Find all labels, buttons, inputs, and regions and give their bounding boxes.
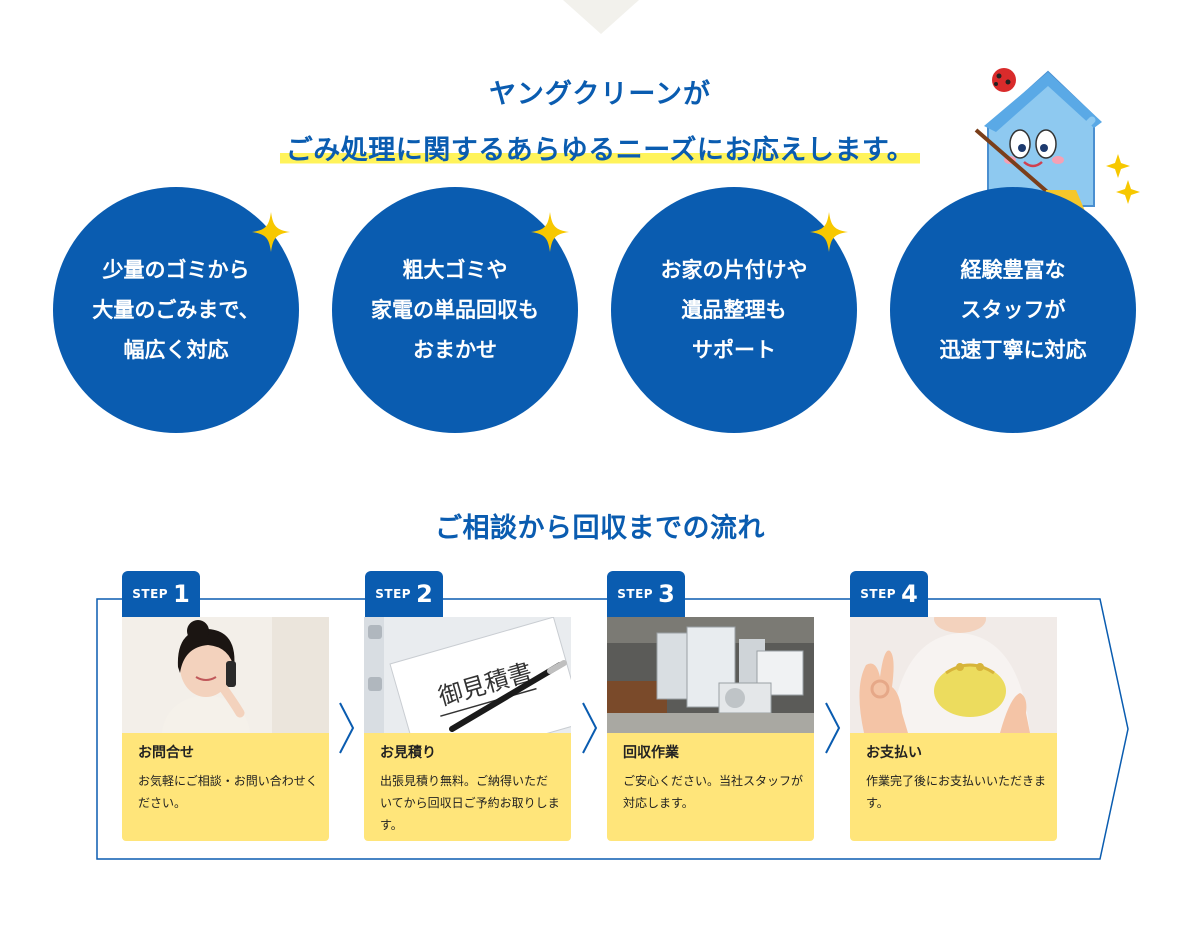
step-label: STEP bbox=[617, 587, 654, 601]
headline-line1: ヤングクリーンが bbox=[488, 79, 712, 110]
feature-text-1: 少量のゴミから 大量のごみまで、 幅広く対応 bbox=[92, 258, 260, 362]
step-label: STEP bbox=[860, 587, 897, 601]
step-card-1: お問合せ お気軽にご相談・お問い合わせください。 bbox=[122, 617, 329, 841]
feature-circle-3: お家の片付けや 遺品整理も サポート bbox=[611, 187, 857, 433]
step-card-4: お支払い 作業完了後にお支払いいただきます。 bbox=[850, 617, 1057, 841]
headline-highlight: ごみ処理に関するあらゆるニーズにお応えします。 bbox=[279, 135, 921, 166]
ok-hand-and-purse-photo-icon bbox=[850, 617, 1057, 733]
sparkle-icon bbox=[810, 212, 848, 252]
feature-text-3: お家の片付けや 遺品整理も サポート bbox=[660, 258, 808, 362]
feature-circle-2: 粗大ゴミや 家電の単品回収も おまかせ bbox=[332, 187, 578, 433]
feature-text-4: 経験豊富な スタッフが 迅速丁寧に対応 bbox=[939, 258, 1087, 362]
sparkle-icon bbox=[531, 212, 569, 252]
step-number: 4 bbox=[901, 580, 918, 608]
step-title: お見積り bbox=[380, 745, 436, 761]
top-notch-decoration bbox=[563, 0, 639, 34]
step-label: STEP bbox=[132, 587, 169, 601]
step-title: お問合せ bbox=[138, 745, 194, 761]
feature-circle-4: 経験豊富な スタッフが 迅速丁寧に対応 bbox=[890, 187, 1136, 433]
chevron-right-icon bbox=[582, 702, 598, 754]
estimate-document-photo-icon: 御見積書 bbox=[364, 617, 571, 733]
step-tab-1: STEP 1 bbox=[122, 571, 200, 617]
step-title: お支払い bbox=[866, 745, 922, 761]
step-description: 作業完了後にお支払いいただきます。 bbox=[866, 774, 1047, 810]
feature-text-2: 粗大ゴミや 家電の単品回収も おまかせ bbox=[371, 258, 539, 362]
chevron-right-icon bbox=[339, 702, 355, 754]
step-card-3: 回収作業 ご安心ください。当社スタッフが対応します。 bbox=[607, 617, 814, 841]
step-number: 1 bbox=[173, 580, 190, 608]
step-number: 2 bbox=[416, 580, 433, 608]
step-tab-2: STEP 2 bbox=[365, 571, 443, 617]
step-tab-4: STEP 4 bbox=[850, 571, 928, 617]
woman-on-phone-photo-icon bbox=[122, 617, 329, 733]
step-title: 回収作業 bbox=[623, 745, 679, 761]
flow-title: ご相談から回収までの流れ bbox=[435, 513, 765, 544]
step-tab-3: STEP 3 bbox=[607, 571, 685, 617]
sparkle-icon bbox=[252, 212, 290, 252]
step-card-2: 御見積書 お見積り 出張見積り無料。ご納得いただいてから回収日ご予約お取りします… bbox=[364, 617, 571, 841]
step-label: STEP bbox=[375, 587, 412, 601]
feature-circle-1: 少量のゴミから 大量のごみまで、 幅広く対応 bbox=[53, 187, 299, 433]
step-number: 3 bbox=[658, 580, 675, 608]
chevron-right-icon bbox=[825, 702, 841, 754]
step-description: ご安心ください。当社スタッフが対応します。 bbox=[623, 774, 804, 810]
truck-with-appliances-photo-icon bbox=[607, 617, 814, 733]
headline-line2: ごみ処理に関するあらゆるニーズにお応えします。 bbox=[0, 128, 1200, 167]
step-description: 出張見積り無料。ご納得いただいてから回収日ご予約お取りします。 bbox=[380, 774, 560, 832]
step-description: お気軽にご相談・お問い合わせください。 bbox=[138, 774, 318, 810]
